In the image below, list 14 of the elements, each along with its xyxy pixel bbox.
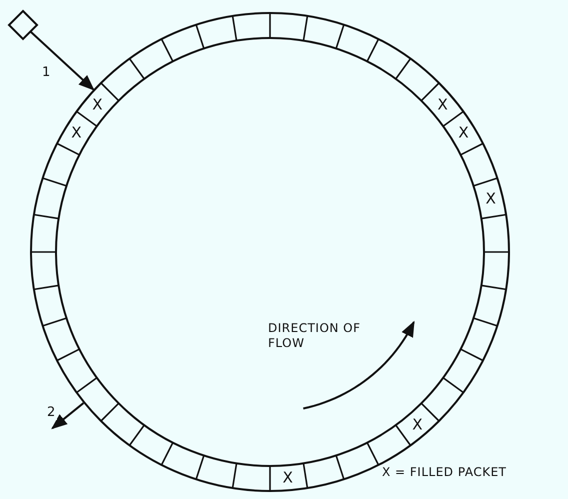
arrow — [51, 402, 84, 430]
feed-hopper-diamond — [8, 10, 38, 40]
packet-mark: X — [412, 417, 423, 432]
flow-direction-note: DIRECTION OF FLOW — [268, 321, 362, 351]
packet-mark: X — [71, 126, 82, 141]
packet-mark: X — [486, 192, 496, 206]
packet-mark: X — [458, 126, 469, 141]
packet-mark: X — [437, 97, 448, 112]
arrow — [30, 31, 95, 91]
key-note: X = FILLED PACKET — [382, 465, 506, 480]
slotted-ring — [30, 12, 510, 492]
packet-mark: X — [282, 470, 293, 486]
packet-mark: X — [92, 97, 103, 112]
edge-label: 2 — [45, 406, 58, 420]
